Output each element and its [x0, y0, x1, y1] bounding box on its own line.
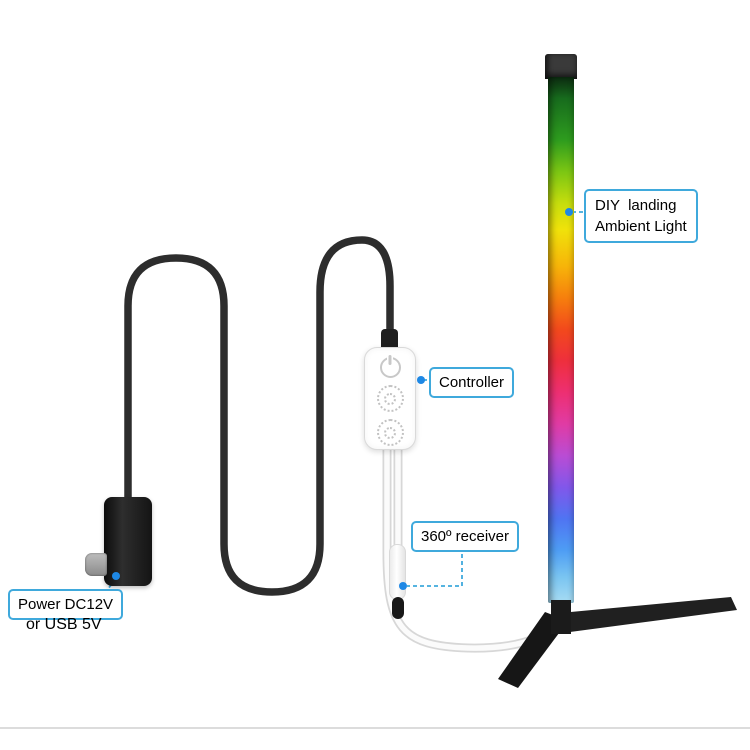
mode-button-lower-icon	[376, 419, 404, 446]
base-leg-left	[498, 612, 568, 688]
callout-lamp-label: DIY landing Ambient Light	[584, 189, 698, 243]
lamp-label-line1: DIY landing	[595, 197, 677, 214]
base-leg-right	[560, 597, 737, 632]
callout-receiver-label: 360º receiver	[411, 521, 520, 552]
lamp-stem	[551, 600, 571, 634]
callout-controller-label: Controller	[429, 367, 515, 398]
adapter-dc-plug	[85, 553, 107, 576]
power-adapter	[85, 497, 152, 586]
lamp-label-line2: Ambient Light	[595, 218, 687, 235]
power-button-icon	[379, 355, 401, 378]
mode-button-upper-inner	[384, 392, 396, 405]
mode-button-lower-inner	[384, 426, 396, 439]
bottom-divider	[0, 727, 750, 729]
callout-dot-controller	[417, 376, 425, 384]
receiver-tip	[392, 597, 404, 619]
callout-power-label: Power DC12V	[8, 589, 124, 620]
callout-dot-receiver	[399, 582, 407, 590]
receiver-device	[389, 544, 406, 600]
callout-dot-lamp	[565, 208, 573, 216]
power-cable	[124, 236, 394, 596]
power-symbol	[388, 355, 392, 365]
callout-line-receiver	[407, 547, 463, 587]
lamp-light-bar	[548, 77, 574, 603]
lamp-top-cap	[545, 54, 577, 79]
controller-device	[364, 347, 416, 450]
power-alt-text: or USB 5V	[26, 616, 102, 633]
callout-dot-power	[112, 572, 120, 580]
mode-button-upper-icon	[376, 385, 404, 412]
